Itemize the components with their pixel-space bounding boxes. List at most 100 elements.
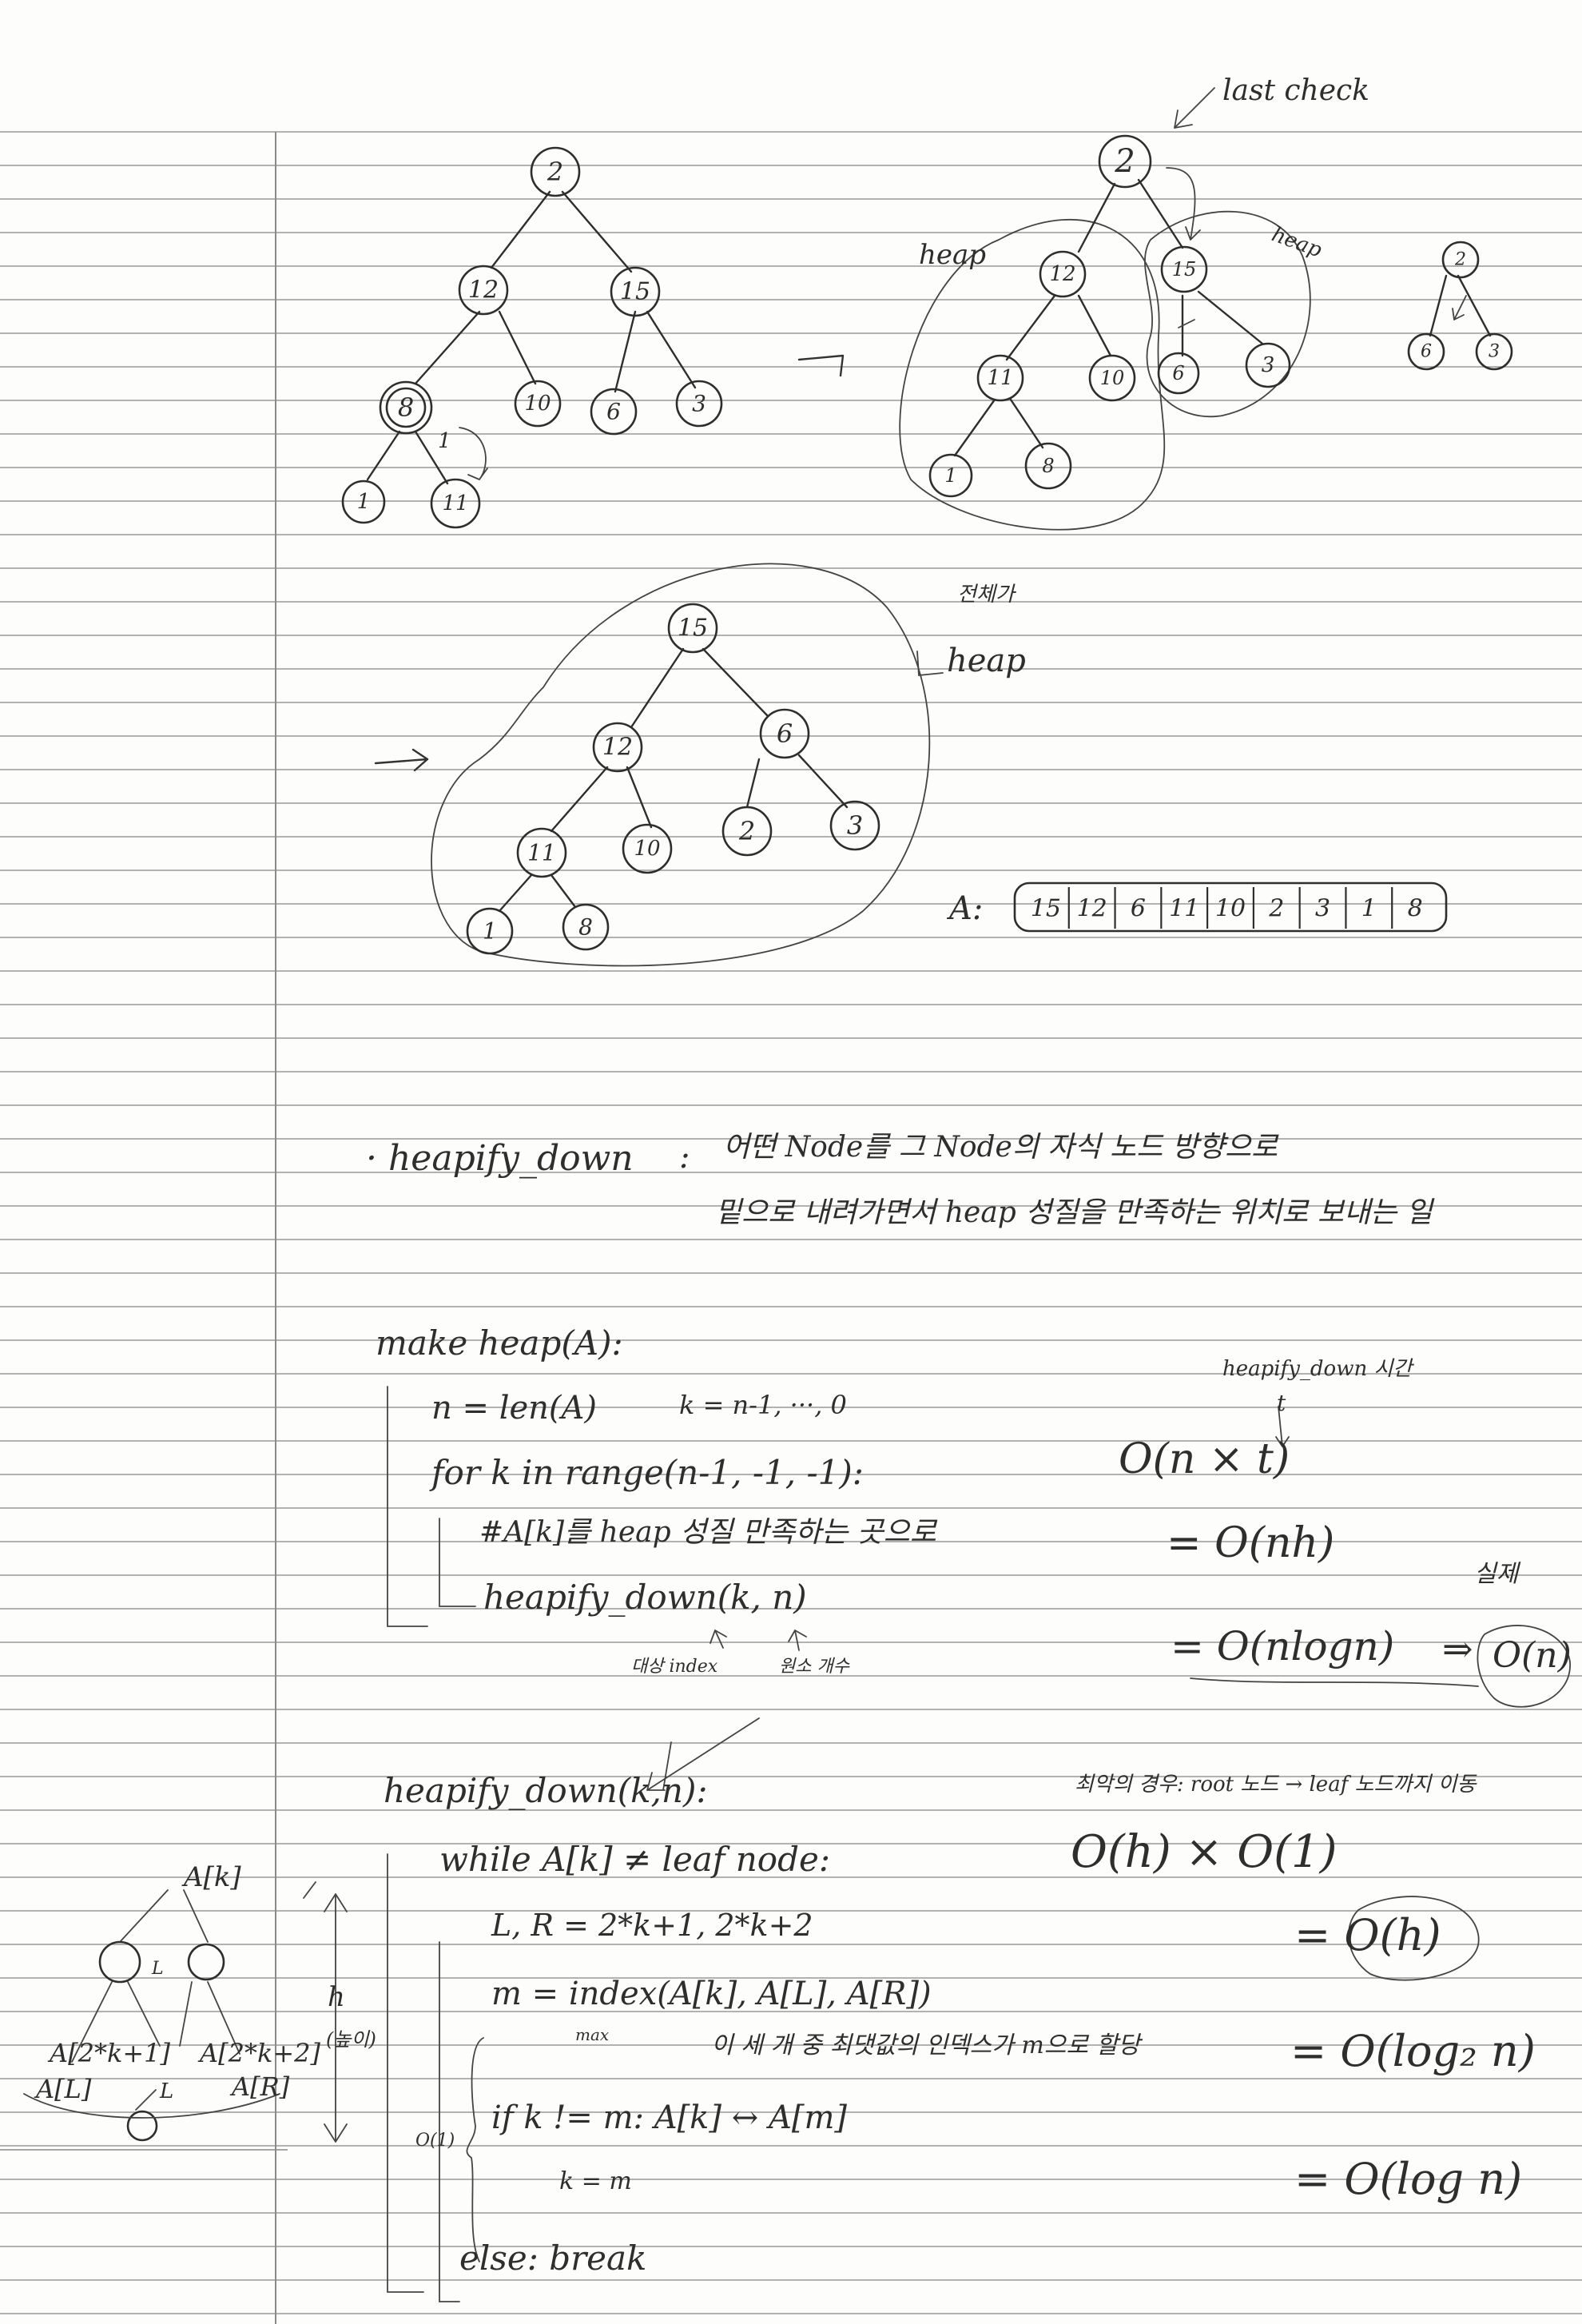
tree3-node: 3 (1475, 332, 1513, 371)
height-arrow (324, 1893, 348, 2143)
make-heap-line-1: n = len(A) (431, 1390, 598, 1427)
tree2-node: 12 (1039, 250, 1087, 298)
arg-note-index: 대상 index (631, 1657, 718, 1677)
make-heap-cost-1: O(n × t) (1119, 1435, 1290, 1483)
heap-label-left: heap (919, 239, 986, 271)
tree4-node-label: 15 (678, 615, 708, 643)
tree3-node-label: 6 (1421, 342, 1432, 362)
tree4-node-label: 6 (777, 718, 793, 749)
heapify-line-2: L, R = 2*k+1, 2*k+2 (491, 1908, 813, 1943)
tree2-node-label: 15 (1172, 258, 1197, 281)
array-cell: 15 (1031, 895, 1061, 923)
heapify-inner-bracket (439, 1941, 460, 2302)
tree2-node-label: 11 (987, 366, 1013, 390)
tree2-node-label: 12 (1049, 262, 1075, 286)
arrow-to-tree-4 (374, 748, 429, 772)
make-heap-inner-bracket (439, 1518, 476, 1607)
cost-implies-arrow: ⇒ (1442, 1627, 1473, 1670)
heapify-cost-2: = O(h) (1294, 1910, 1441, 1960)
make-heap-cost-2: = O(nh) (1167, 1519, 1335, 1567)
tree2-node: 15 (1160, 245, 1208, 293)
tree4-node: 2 (721, 806, 773, 857)
side-top-label: A[k] (181, 1861, 241, 1893)
tree4-node-label: 12 (602, 734, 633, 762)
cost-note: heapify_down 시간 (1222, 1357, 1413, 1381)
tree2-node: 3 (1245, 342, 1291, 388)
tree1-node-label: 2 (547, 157, 563, 187)
cost-t-arrow (1275, 1406, 1290, 1447)
side-a-r: A[R] (229, 2071, 290, 2102)
left-heap-outline (899, 218, 1166, 531)
make-heap-bracket (387, 1386, 428, 1627)
tree1-node: 3 (675, 380, 723, 428)
tree1-node: 2 (530, 146, 581, 197)
array-cell: 10 (1215, 895, 1246, 923)
tree1-node-label: 10 (524, 392, 551, 416)
heapify-outer-bracket (387, 1853, 424, 2293)
tree1-node: 12 (458, 265, 509, 316)
tree1-node: 8 (379, 380, 433, 435)
make-heap-line-2: for k in range(n-1, -1, -1): (431, 1453, 864, 1492)
tree2-node-label: 8 (1042, 455, 1054, 477)
tree1-node: 1 (341, 480, 386, 524)
heapify-cost-3: = O(log₂ n) (1290, 2026, 1536, 2076)
array-cell: 12 (1077, 895, 1107, 923)
tree2-node-label: 10 (1100, 367, 1125, 389)
heapify-line-1: while A[k] ≠ leaf node: (439, 1840, 830, 1879)
tree2-node: 11 (976, 354, 1024, 402)
tree4-node: 8 (562, 903, 610, 951)
heapify-line-3: m = index(A[k], A[L], A[R]) (491, 1976, 932, 2012)
tree2-node: 10 (1088, 354, 1136, 402)
array-cell: 2 (1268, 895, 1284, 923)
tree3-node: 6 (1407, 332, 1445, 371)
definition-line-1: 어떤 Node를 그 Node의 자식 노드 방향으로 (723, 1131, 1278, 1164)
tree2-node-label: 3 (1262, 353, 1275, 377)
array-cell: 3 (1315, 895, 1330, 923)
side-diagram: A[k] L A[2*k+1] A[2*k+2] A[L] A[R] L h (… (23, 1861, 376, 2143)
tree-1: 2 12 15 8 10 6 3 1 11 1 (341, 146, 723, 529)
tree1-node: 11 (430, 478, 481, 529)
full-heap-outline (431, 563, 931, 967)
definition-line-2: 밑으로 내려가면서 heap 성질을 만족하는 위치로 보내는 일 (715, 1196, 1433, 1229)
tree1-node: 15 (610, 266, 661, 317)
array-cell: 11 (1169, 895, 1199, 923)
arg-arrow-2 (788, 1630, 807, 1651)
tree4-node-label: 1 (483, 918, 497, 945)
tree1-node-label: 1 (357, 490, 371, 514)
tree-2: last check heap heap 2 12 15 11 10 6 3 1… (899, 74, 1369, 531)
tree2-node: 1 (928, 453, 973, 498)
tree1-node-label: 3 (692, 391, 706, 417)
side-right-index: A[2*k+2] (197, 2038, 321, 2068)
tree1-node: 10 (514, 380, 562, 428)
side-a-l: A[L] (34, 2074, 92, 2104)
height-note: (높이) (326, 2028, 376, 2051)
heapify-line-4: if k != m: A[k] ↔ A[m] (491, 2099, 847, 2136)
make-heap-line-3: #A[k]를 heap 성질 만족하는 곳으로 (479, 1516, 937, 1549)
tree4-node: 10 (622, 823, 673, 874)
cost-circle (1348, 1896, 1480, 1981)
tree4-node-label: 8 (578, 914, 593, 941)
tree-3: 2 6 3 (1407, 241, 1513, 371)
max-subscript: max (575, 2025, 610, 2044)
tree4-node: 1 (466, 907, 514, 955)
to-heapify-arrow (646, 1717, 760, 1791)
tree1-node-label: 12 (468, 277, 499, 304)
tree2-node: 6 (1157, 352, 1200, 395)
tree4-node-label: 10 (634, 837, 660, 861)
arg-note-count: 원소 개수 (779, 1657, 849, 1677)
right-heap-outline (1144, 210, 1311, 418)
arg-arrow-1 (710, 1630, 727, 1649)
worst-case-note: 최악의 경우: root 노드 → leaf 노드까지 이동 (1075, 1773, 1477, 1797)
tree1-node-label: 6 (606, 399, 621, 425)
tree2-node-label: 6 (1172, 362, 1184, 384)
height-label: h (328, 1981, 345, 2013)
make-heap-cost-3: = O(nlogn) (1171, 1623, 1395, 1669)
cost-t-mark: t (1277, 1390, 1286, 1416)
tree4-node-label: 11 (527, 840, 556, 866)
side-left-index: A[2*k+1] (47, 2038, 171, 2068)
real-cost-label: 실제 (1474, 1560, 1519, 1588)
